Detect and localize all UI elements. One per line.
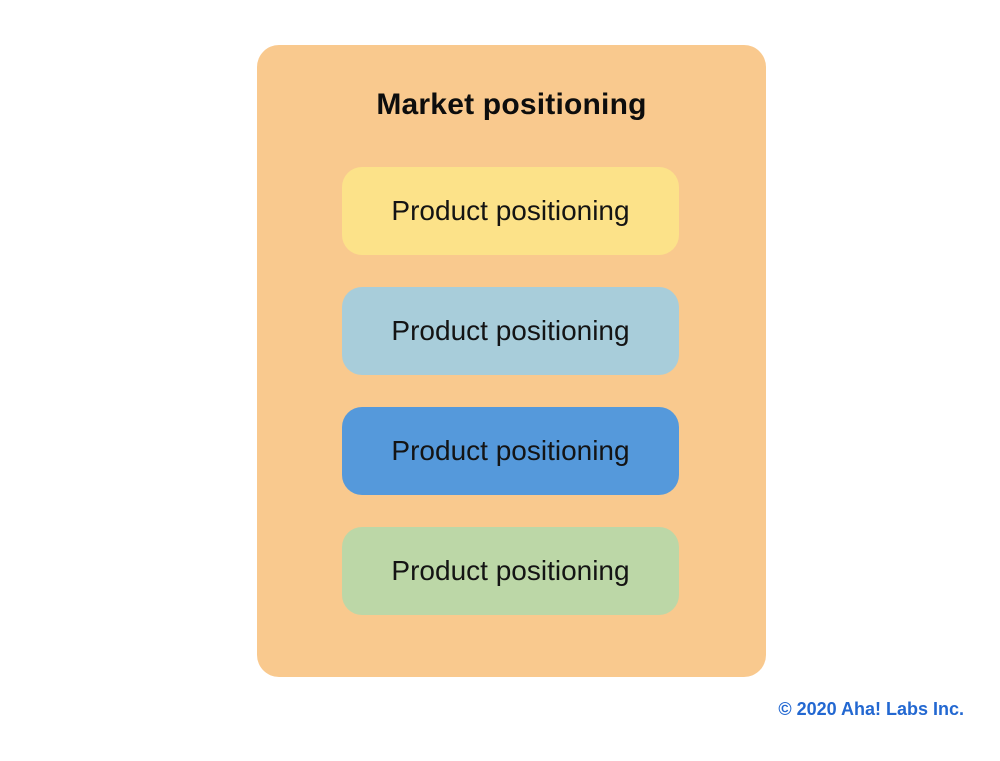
product-positioning-box-4: Product positioning [342, 527, 679, 615]
product-positioning-label: Product positioning [391, 435, 630, 466]
diagram-title: Market positioning [376, 88, 647, 121]
copyright-notice: © 2020 Aha! Labs Inc. [778, 699, 964, 719]
product-positioning-label: Product positioning [391, 555, 630, 586]
product-positioning-label: Product positioning [391, 315, 630, 346]
product-positioning-box-1: Product positioning [342, 167, 679, 255]
product-positioning-box-3: Product positioning [342, 407, 679, 495]
product-positioning-label: Product positioning [391, 195, 630, 226]
product-positioning-box-2: Product positioning [342, 287, 679, 375]
market-positioning-container: Market positioning Product positioning P… [257, 45, 766, 677]
